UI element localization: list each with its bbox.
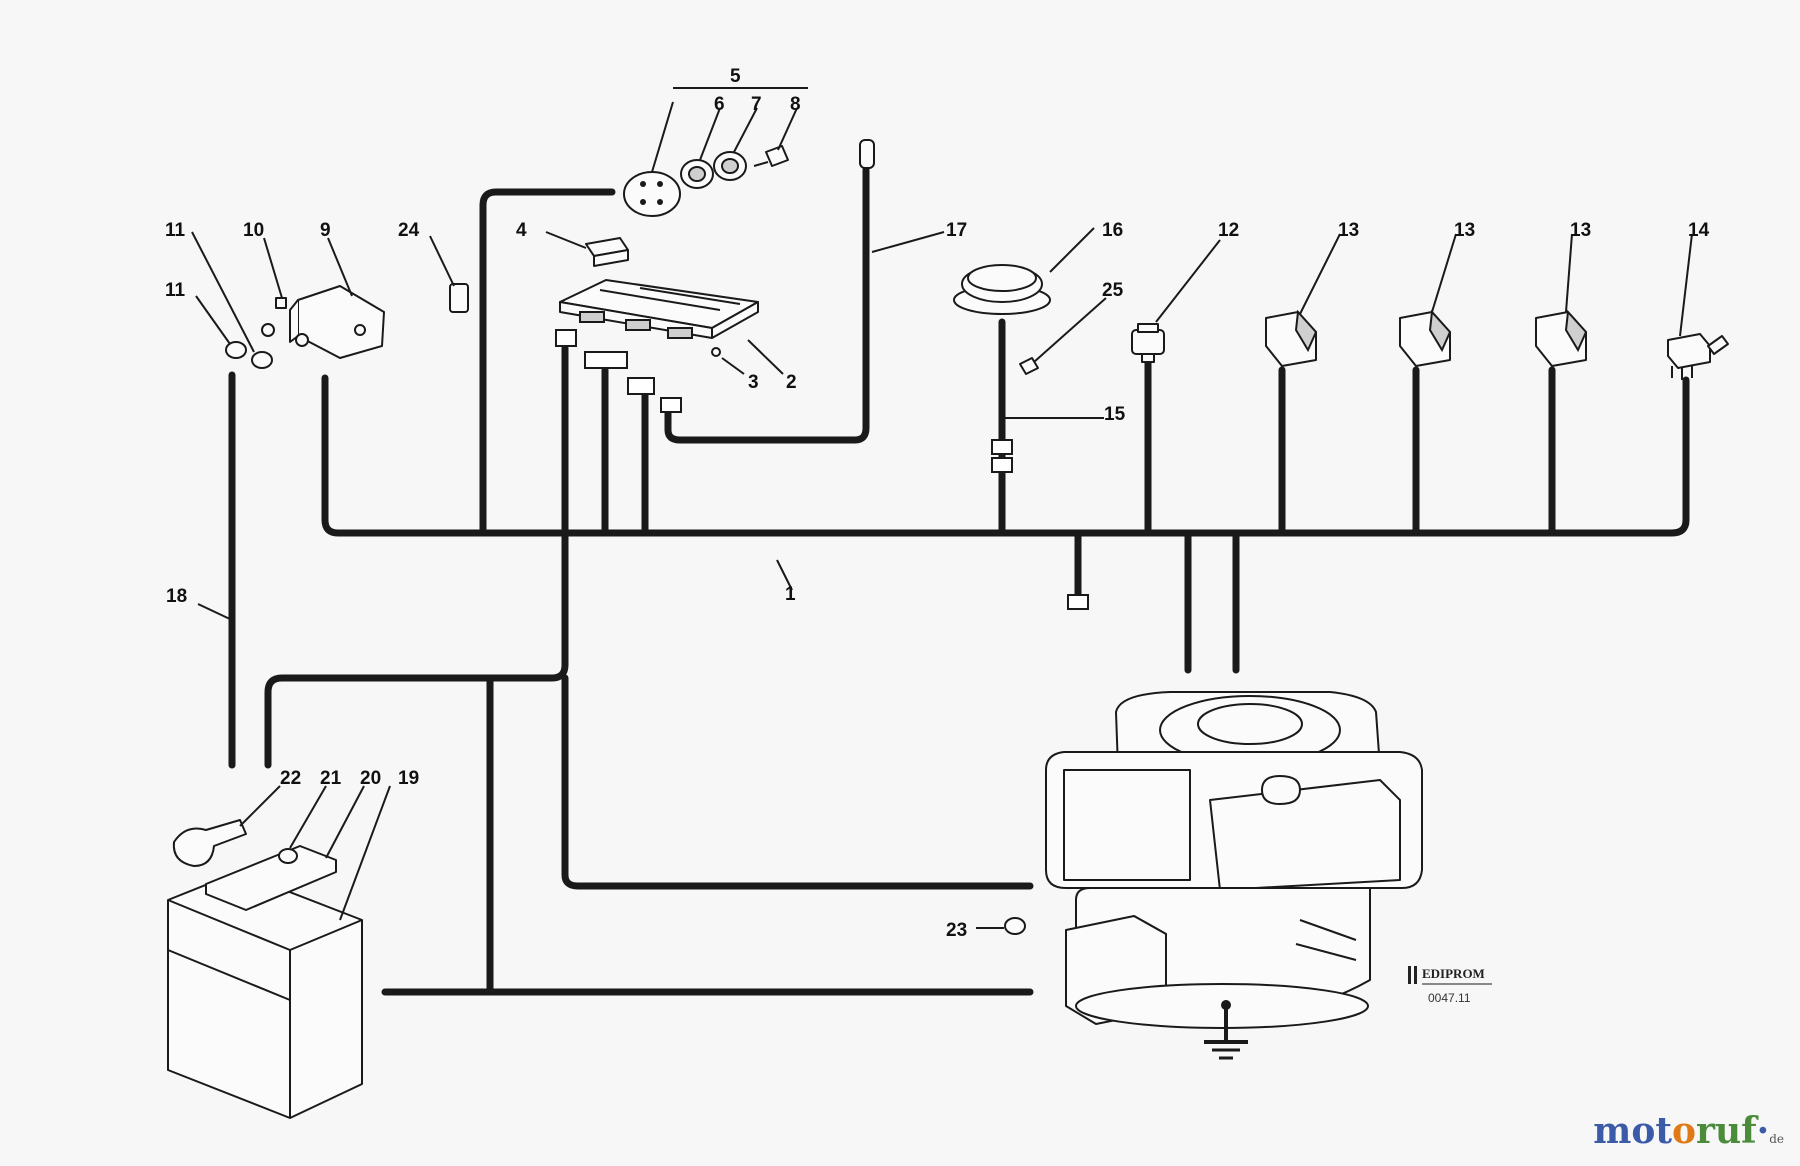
- watermark-part-2: o: [1672, 1110, 1697, 1152]
- callout-25: 25: [1102, 280, 1124, 301]
- callout-9: 9: [320, 220, 331, 241]
- callout-5: 5: [730, 66, 741, 87]
- callout-7: 7: [751, 94, 762, 115]
- battery-assembly: [167, 819, 363, 1119]
- callout-13-b: 13: [1454, 220, 1475, 241]
- callout-10: 10: [243, 220, 264, 241]
- callout-18: 18: [166, 586, 187, 607]
- item-25-clip: [1019, 357, 1039, 375]
- drawing-code: 0047.11: [1428, 991, 1471, 1005]
- callout-1: 1: [785, 584, 796, 605]
- switches-13: [1265, 309, 1588, 367]
- callout-23: 23: [946, 920, 967, 941]
- item-23-nut: [976, 917, 1026, 935]
- callout-20: 20: [360, 768, 381, 789]
- callout-12: 12: [1218, 220, 1239, 241]
- callout-16: 16: [1102, 220, 1123, 241]
- callout-6: 6: [714, 94, 725, 115]
- callout-2: 2: [786, 372, 797, 393]
- callout-24: 24: [398, 220, 420, 241]
- callout-15: 15: [1104, 404, 1126, 425]
- callout-11-a: 11: [165, 220, 186, 241]
- solenoid: [225, 285, 385, 369]
- harness-connectors: [555, 329, 1089, 610]
- callout-labels: 1 2 3 4 5 6 7 8 9 10 11 11 12 13 13 13 1…: [165, 66, 1710, 941]
- leader-lines: [191, 101, 1693, 921]
- control-board: [559, 237, 759, 357]
- callout-13-a: 13: [1338, 220, 1359, 241]
- callout-14: 14: [1688, 220, 1710, 241]
- item-16-cover: [953, 264, 1051, 315]
- watermark-part-3: ruf: [1696, 1110, 1757, 1152]
- item-17-rod: [859, 139, 875, 169]
- watermark-tld: de: [1769, 1132, 1784, 1146]
- publisher-logo: EDIPROM 0047.11: [1408, 966, 1492, 1005]
- item-24-clip: [449, 283, 469, 313]
- item-12-sensor: [1131, 323, 1165, 363]
- engine: [1045, 691, 1423, 1029]
- watermark-part-1: mot: [1593, 1110, 1672, 1152]
- watermark-part-4: ·: [1756, 1110, 1770, 1152]
- main-harness: [264, 166, 1690, 996]
- callout-8: 8: [790, 94, 801, 115]
- callout-11-b: 11: [165, 280, 186, 301]
- callout-17: 17: [946, 220, 967, 241]
- ground-symbol: [1204, 1000, 1248, 1060]
- callout-21: 21: [320, 768, 342, 789]
- watermark-logo: motoruf·de: [1593, 1110, 1784, 1152]
- callout-3: 3: [748, 372, 759, 393]
- callout-19: 19: [398, 768, 419, 789]
- callout-4: 4: [516, 220, 527, 241]
- item-14-microswitch: [1667, 333, 1729, 380]
- key-switch-assembly: [623, 87, 808, 217]
- publisher-logo-text: EDIPROM: [1422, 966, 1485, 981]
- callout-22: 22: [280, 768, 301, 789]
- callout-13-c: 13: [1570, 220, 1591, 241]
